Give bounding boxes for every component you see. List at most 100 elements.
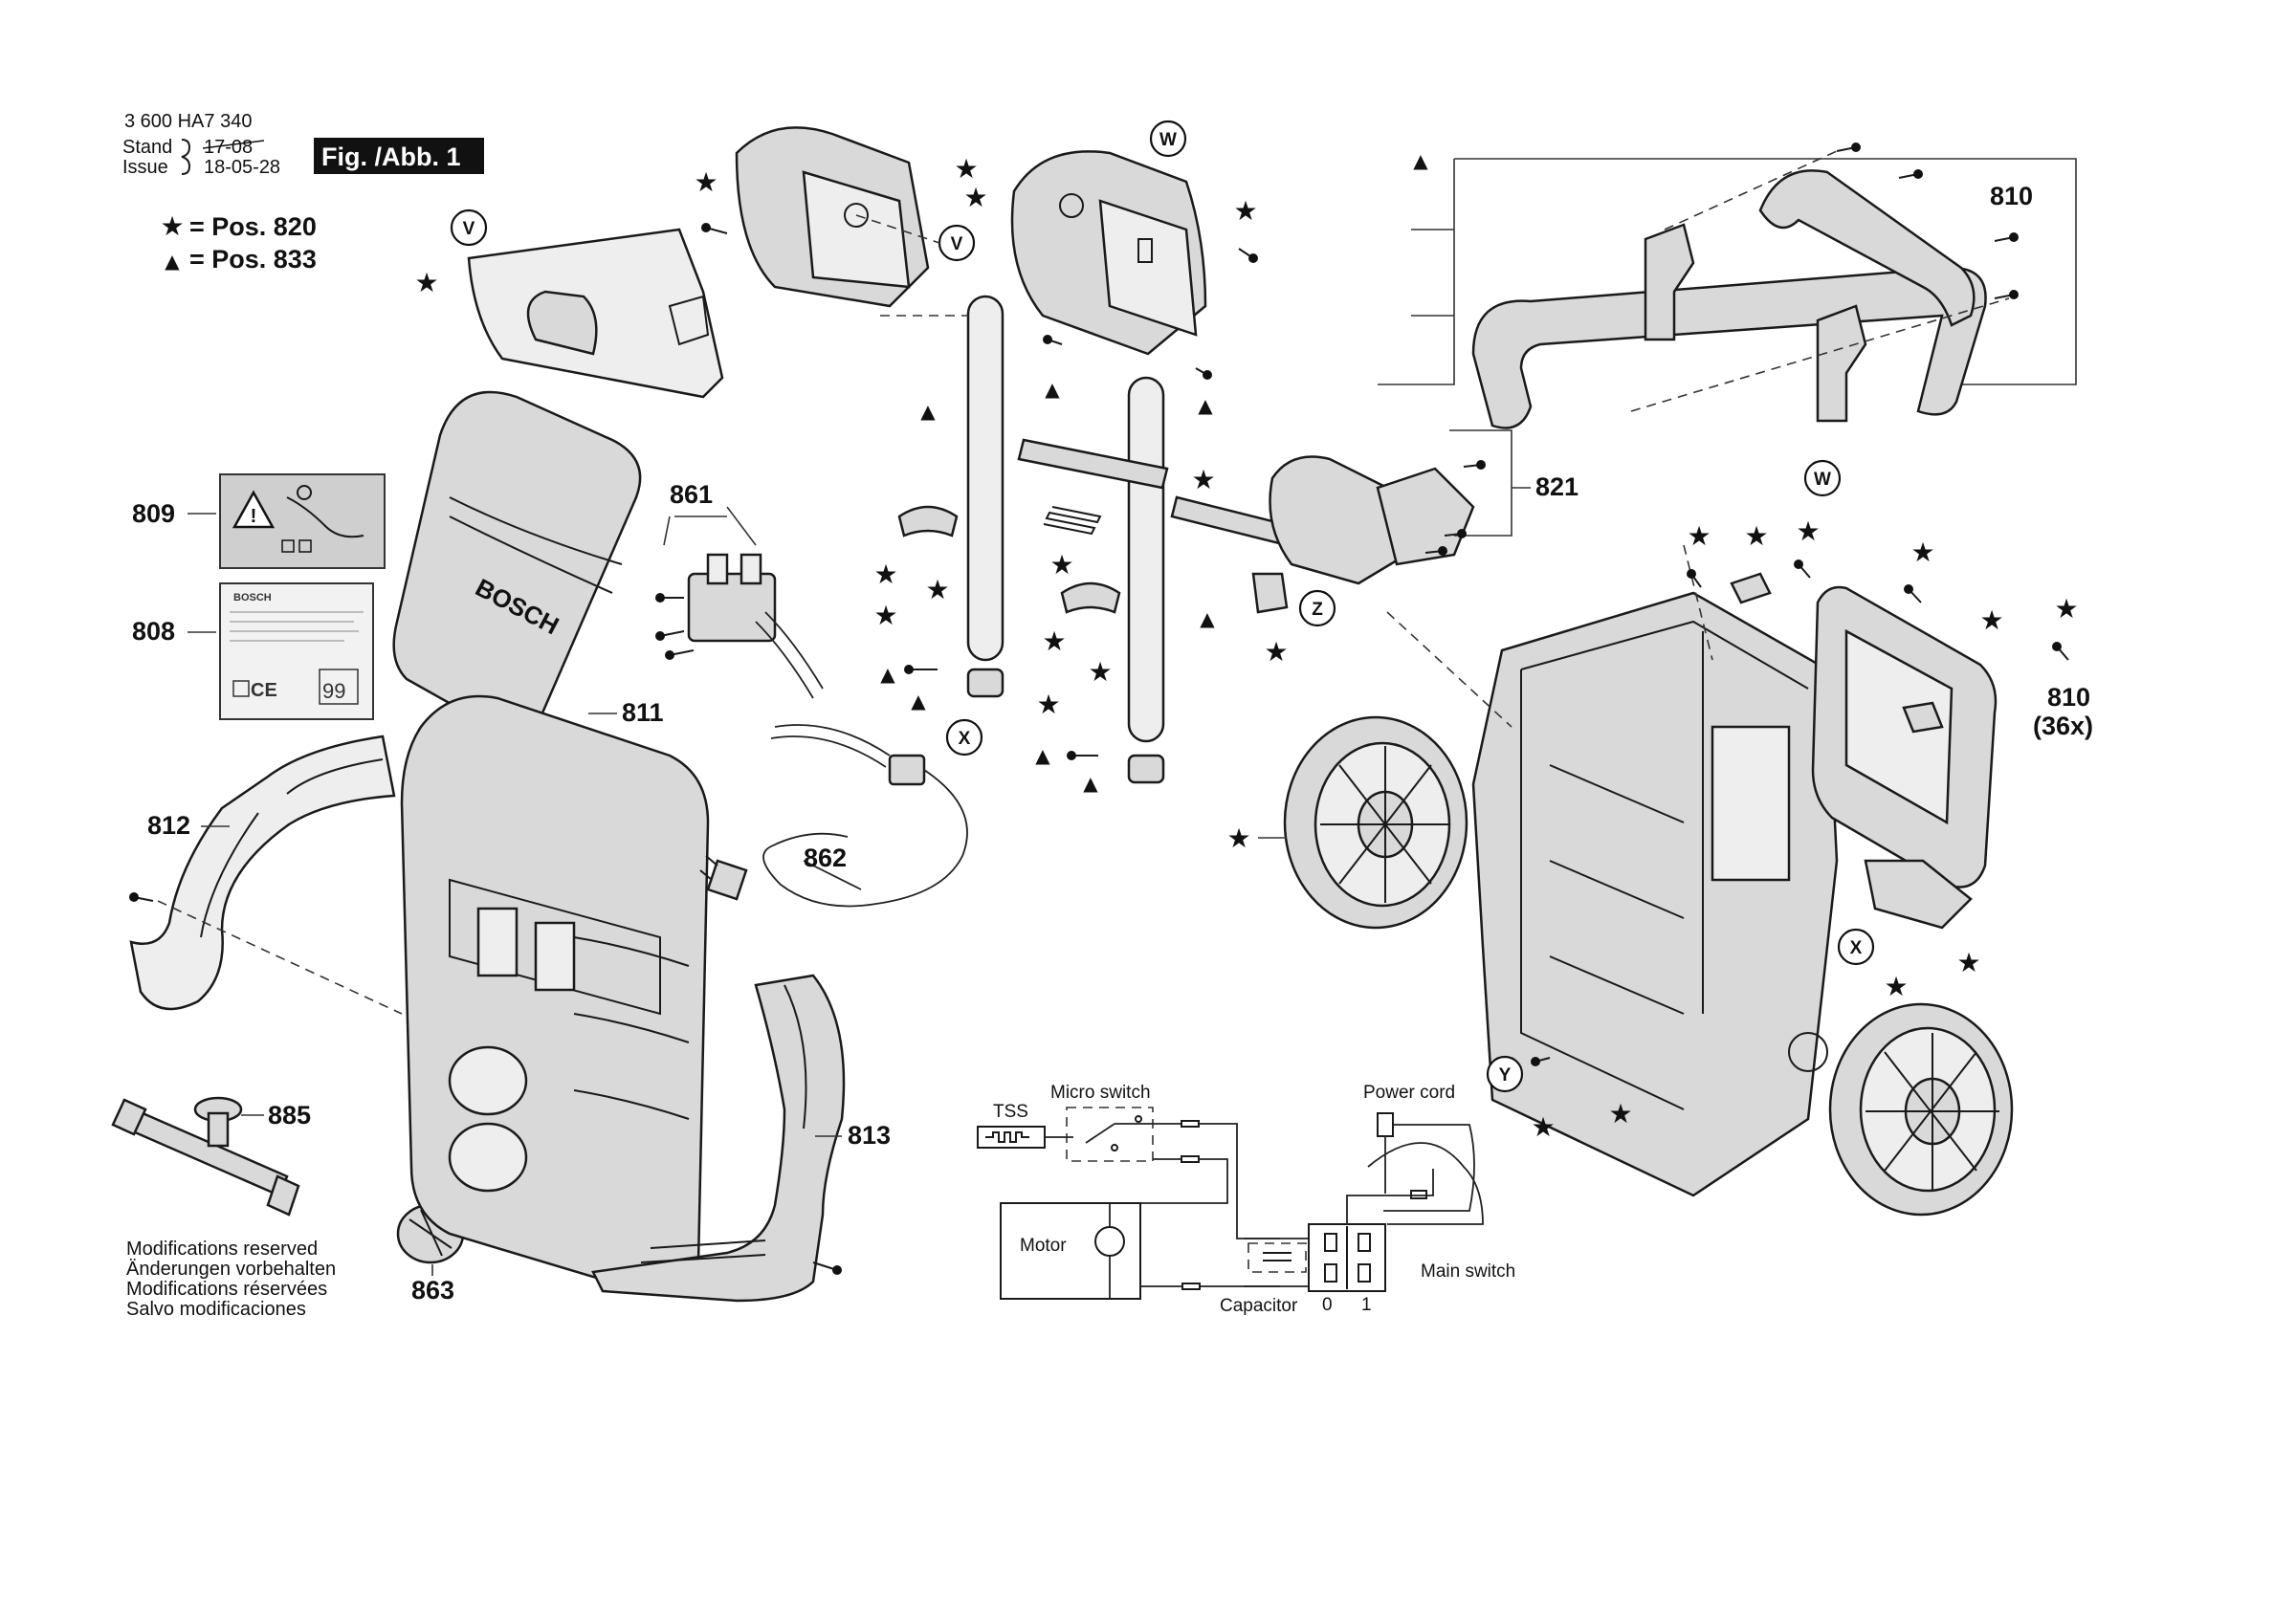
schematic-pos-0: 0 [1322, 1295, 1333, 1315]
warning-icon [232, 490, 276, 529]
chassis-bottom-fasteners: ★ ★ [1531, 1057, 1633, 1143]
marker-W-2 [1803, 459, 1842, 497]
old-date: 17-08 [204, 137, 253, 158]
label-brand: BOSCH [233, 592, 272, 603]
star-icon: ★ [1049, 549, 1073, 581]
marker-W-1-label: W [1159, 130, 1177, 150]
right-wheel: ★ [1828, 971, 2014, 1217]
star-icon: ★ [414, 267, 438, 298]
star-icon: ★ [1956, 947, 1980, 978]
marker-W-2-label: W [1814, 470, 1831, 490]
schematic-power-cord: Power cord [1363, 1083, 1455, 1103]
star-icon: ★ [1531, 1111, 1555, 1143]
part-862-power-cord: 862 X [699, 718, 983, 908]
screw-icon [904, 665, 938, 674]
note-es: Salvo modificaciones [126, 1299, 306, 1320]
legend: ★ = Pos. 820 ▲ = Pos. 833 [160, 210, 316, 274]
screw-icon [1067, 751, 1098, 760]
marker-Y [1486, 1055, 1524, 1093]
marker-X-1 [945, 718, 983, 757]
issue-label: Issue [122, 157, 168, 178]
rear-cover-right: W ★ ★ [963, 120, 1258, 356]
part-number-809: 809 [132, 499, 175, 528]
marker-V-2-label: V [951, 234, 963, 254]
star-icon: ★ [1796, 515, 1820, 547]
screw-icon [1794, 559, 1811, 579]
triangle-icon: ▲ [911, 690, 926, 713]
screw-icon [1238, 248, 1258, 263]
schematic-micro-switch: Micro switch [1050, 1083, 1151, 1103]
star-icon: ★ [1036, 689, 1060, 720]
part-812-side-guide: 812 [129, 735, 403, 1015]
star-icon: ★ [2054, 593, 2078, 625]
part-861-switch: 861 [655, 480, 824, 699]
screw-icon [1444, 529, 1467, 538]
screw-icon [1687, 569, 1702, 588]
part-number-862: 862 [804, 844, 847, 872]
star-icon: ★ [1264, 636, 1288, 668]
screw-icon [1994, 290, 2019, 299]
marker-Z-1-label: Z [1312, 600, 1323, 620]
part-number-813: 813 [848, 1121, 891, 1150]
screw-icon [1463, 460, 1486, 470]
triangle-icon: ▲ [920, 400, 936, 423]
triangle-icon: ▲ [1413, 149, 1428, 172]
star-icon: ★ [1910, 537, 1934, 568]
marker-Z-1 [1298, 589, 1336, 627]
star-icon: ★ [963, 182, 987, 213]
old-date-strike [202, 140, 265, 149]
tube-fittings: Z ★ ★ ★ ★ ★ ★ ★ ★ ★ [873, 438, 1336, 720]
screw-icon [812, 1261, 842, 1275]
star-icon: ★ [1233, 195, 1257, 227]
schematic-capacitor: Capacitor [1220, 1296, 1298, 1316]
motor-box [1000, 1202, 1141, 1300]
screw-icon [1424, 546, 1447, 556]
issue-date: 18-05-28 [204, 157, 280, 178]
star-icon: ★ [954, 153, 978, 185]
svg-text:!: ! [251, 506, 257, 527]
triangle-icon: ▲ [1200, 607, 1215, 630]
star-icon: ★ [1979, 604, 2003, 636]
screw-icon [1531, 1057, 1551, 1066]
star-icon: ★ [1042, 625, 1066, 657]
part-811-main-housing: 811 [400, 694, 710, 1295]
marker-V-1-label: V [463, 219, 475, 239]
screw-icon [2052, 642, 2069, 661]
chassis-lower-bracket: ★ [1864, 859, 1981, 978]
micro-switch-box [1066, 1107, 1154, 1162]
triangle-icon: ▲ [1198, 394, 1213, 417]
modifications-note: Modifications reserved Änderungen vorbeh… [126, 1239, 336, 1320]
star-icon: ★ [160, 210, 184, 242]
part-885-holder: 885 [111, 1096, 311, 1217]
part-number-863: 863 [411, 1276, 454, 1305]
triangle-icon: ▲ [1045, 378, 1060, 401]
rear-frame-panel: 810 (36x) [1811, 585, 2093, 888]
part-808-rating-label: BOSCH CE 99 808 [132, 582, 374, 720]
screw-icon [1994, 232, 2019, 242]
star-icon: ★ [1226, 822, 1250, 854]
screw-icon [1043, 335, 1063, 345]
star-icon: ★ [1191, 464, 1215, 495]
doc-number: 3 600 HA7 340 [124, 111, 252, 132]
star-icon: ★ [1608, 1098, 1632, 1130]
part-813-front-cover: 813 [591, 974, 891, 1303]
screw-icon [655, 593, 684, 603]
wiring-schematic: TSS Micro switch Motor Capacitor 0 [977, 1083, 1515, 1316]
marker-X-1-label: X [959, 729, 971, 749]
marker-Y-label: Y [1499, 1065, 1512, 1086]
marker-X-2 [1837, 928, 1875, 966]
star-icon: ★ [1884, 971, 1908, 1002]
schematic-tss: TSS [993, 1102, 1028, 1122]
part-number-808: 808 [132, 617, 175, 646]
brace-icon [181, 139, 191, 175]
left-wheel: ★ [1226, 715, 1468, 930]
stand-label: Stand [122, 137, 172, 158]
part-number-810: 810 [1990, 182, 2033, 210]
screw-icon [655, 630, 685, 641]
legend-star-text: = Pos. 820 [189, 212, 317, 241]
marker-W-1 [1149, 120, 1187, 158]
star-icon: ★ [694, 166, 718, 198]
plug-icon [1377, 1112, 1394, 1137]
triangle-icon: ▲ [1083, 772, 1098, 795]
